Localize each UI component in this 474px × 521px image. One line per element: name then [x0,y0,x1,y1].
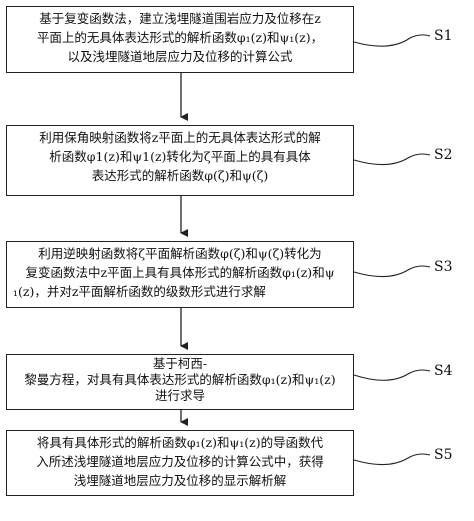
step-s1-line-1: 基于复变函数法，建立浅埋隧道围岩应力及位移在z [39,11,321,26]
step-s2-line-3: 表达形式的解析函数φ(ζ)和ψ(ζ) [91,168,269,183]
leader-s1 [353,34,431,47]
step-s5-line-2: 入所述浅埋隧道地层应力及位移的计算公式中，获得 [36,454,324,469]
step-label-s3: S3 [434,259,453,275]
step-s4-line-3: 进行求导 [154,388,205,403]
step-s3-line-1: 利用逆映射函数将ζ平面解析函数φ(ζ)和ψ(ζ)转化为 [38,246,322,261]
step-s1-line-2: 平面上的无具体表达形式的解析函数φ₁(z)和ψ₁(z)， [36,30,324,45]
step-s5-line-1: 将具有具体形式的解析函数φ₁(z)和ψ₁(z)的导函数代 [36,435,324,450]
step-box-s2: 利用保角映射函数将z平面上的无具体表达形式的解 析函数φ1(z)和ψ1(z)转化… [6,125,354,196]
step-s4-line-1: 基于柯西- [152,356,208,371]
leader-s2 [353,153,431,166]
step-box-s1: 基于复变函数法，建立浅埋隧道围岩应力及位移在z 平面上的无具体表达形式的解析函数… [6,6,354,73]
step-box-s3: 利用逆映射函数将ζ平面解析函数φ(ζ)和ψ(ζ)转化为 复变函数法中z平面上具有… [6,241,354,308]
step-s3-line-3: ₁(z)，并对z平面解析函数的级数形式进行求解 [13,284,266,299]
step-s5-line-3: 浅埋隧道地层应力及位移的显示解析解 [73,473,287,488]
step-box-s5: 将具有具体形式的解析函数φ₁(z)和ψ₁(z)的导函数代 入所述浅埋隧道地层应力… [6,430,354,496]
step-label-s1: S1 [434,28,453,44]
step-s3-line-2: 复变函数法中z平面上具有具体形式的解析函数φ₁(z)和ψ [25,265,335,280]
step-s2-line-2: 析函数φ1(z)和ψ1(z)转化为ζ平面上的具有具体 [49,149,311,164]
step-box-s4: 基于柯西- 黎曼方程，对具有具体表达形式的解析函数φ₁(z)和ψ₁(z) 进行求… [6,354,354,410]
step-s4-line-2: 黎曼方程，对具有具体表达形式的解析函数φ₁(z)和ψ₁(z) [24,372,336,387]
step-s1-line-3: 以及浅埋隧道地层应力及位移的计算公式 [67,49,293,64]
step-s2-line-1: 利用保角映射函数将z平面上的无具体表达形式的解 [39,130,321,145]
step-label-s5: S5 [434,447,453,463]
step-label-s4: S4 [434,363,453,379]
leader-s3 [353,265,431,278]
leader-s4 [353,369,431,381]
leader-s5 [353,453,431,466]
step-label-s2: S2 [434,147,453,163]
